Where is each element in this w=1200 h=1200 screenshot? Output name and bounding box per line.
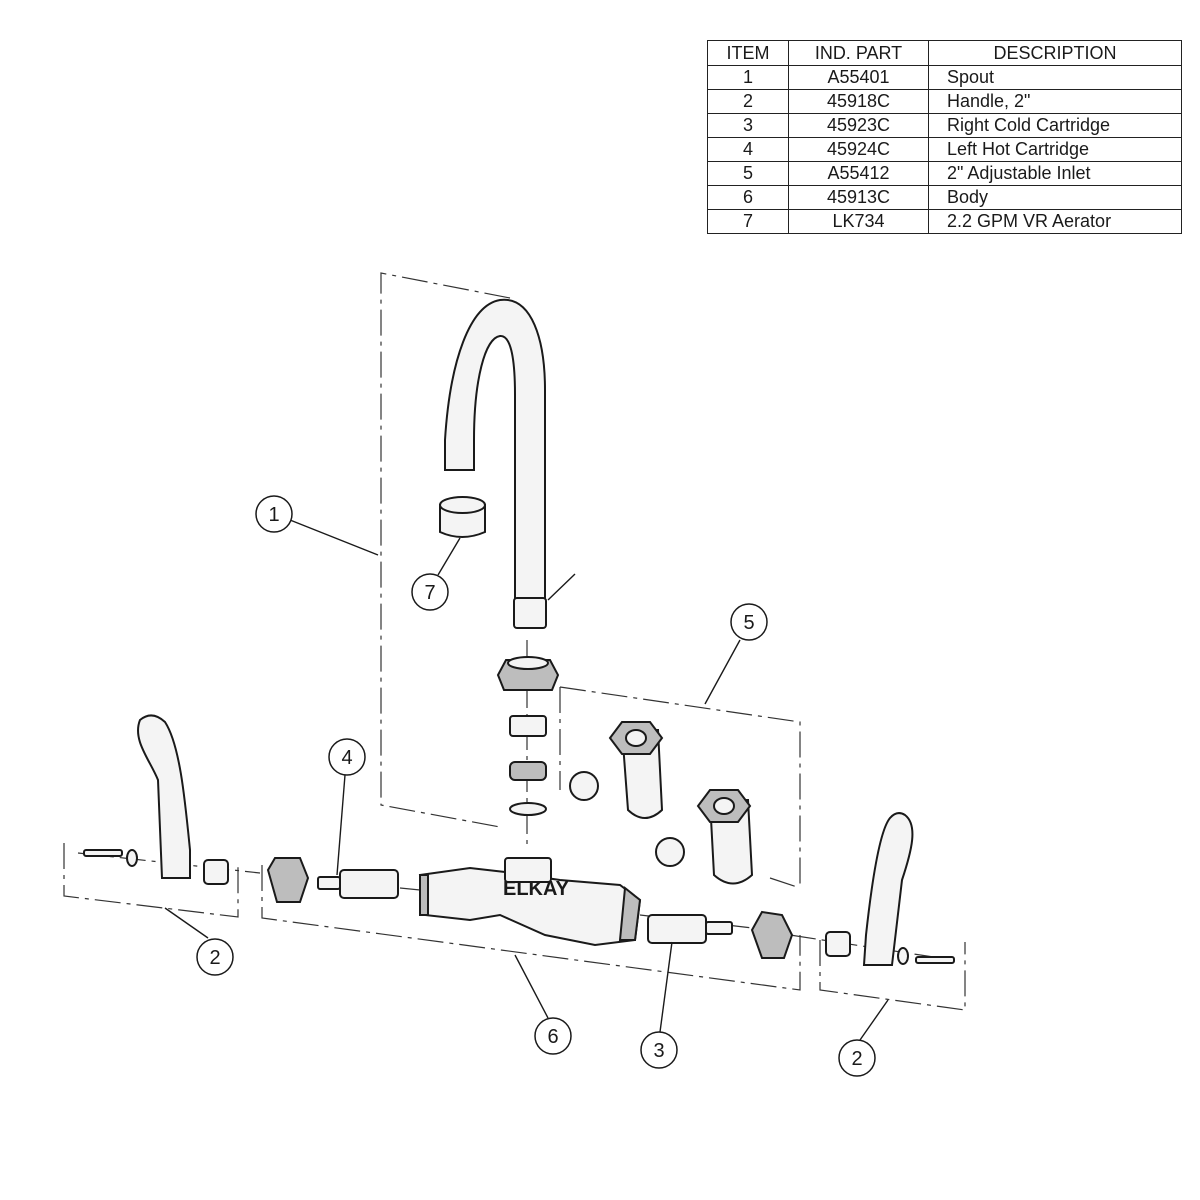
- callout-6-label: 6: [547, 1026, 558, 1048]
- callout-4-label: 4: [341, 747, 352, 769]
- body-boundary: [261, 865, 801, 991]
- callout-1: 1: [255, 495, 293, 533]
- leader-5: [704, 639, 741, 705]
- right-cold-cartridge: [647, 910, 794, 959]
- table-row: 6 45913C Body: [707, 185, 1182, 210]
- spout-bushing: [509, 715, 547, 737]
- spout: [444, 298, 576, 629]
- header-part: IND. PART: [788, 40, 929, 66]
- callout-7-label: 7: [424, 582, 435, 604]
- leader-3: [659, 941, 673, 1033]
- parts-table-header: ITEM IND. PART DESCRIPTION: [707, 40, 1182, 66]
- table-row: 1 A55401 Spout: [707, 65, 1182, 90]
- aerator-top: [439, 496, 486, 514]
- leader-lines: [164, 519, 889, 1041]
- row-part: 45924C: [788, 137, 929, 162]
- leader-2-right: [859, 999, 889, 1041]
- callout-2-right: 2: [838, 1039, 876, 1077]
- left-handle: [83, 714, 229, 885]
- row-item: 4: [707, 137, 789, 162]
- spout-snap-ring: [509, 802, 547, 816]
- right-handle-boundary: [819, 940, 966, 1011]
- right-handle-lever: [862, 812, 914, 966]
- spout-base-ring: [513, 597, 547, 629]
- spout-tube: [444, 298, 546, 611]
- row-description: Handle, 2": [928, 89, 1182, 114]
- row-item: 2: [707, 89, 789, 114]
- right-cartridge-stem: [705, 921, 733, 935]
- callout-3-label: 3: [653, 1040, 664, 1062]
- left-cartridge-stem: [317, 876, 341, 890]
- right-bonnet: [750, 910, 794, 959]
- row-item: 1: [707, 65, 789, 90]
- callout-3: 3: [640, 1031, 678, 1069]
- body-left-thread: [419, 874, 429, 916]
- row-description: 2.2 GPM VR Aerator: [928, 209, 1182, 234]
- table-row: 7 LK734 2.2 GPM VR Aerator: [707, 209, 1182, 234]
- adjustable-inlet-lower: [655, 789, 754, 885]
- row-item: 7: [707, 209, 789, 234]
- inlet-lower-washer: [655, 837, 685, 867]
- callout-5: 5: [730, 603, 768, 641]
- callout-2-left: 2: [196, 938, 234, 976]
- right-handle-adapter: [825, 931, 851, 957]
- table-row: 5 A55412 2" Adjustable Inlet: [707, 161, 1182, 186]
- callout-4: 4: [328, 738, 366, 776]
- adjustable-inlet-upper: [569, 721, 664, 819]
- header-item: ITEM: [707, 40, 789, 66]
- inlet-upper-bore: [625, 729, 647, 747]
- aerator: [439, 496, 486, 538]
- left-hot-cartridge: [266, 857, 399, 903]
- spout-nut-stack: [496, 656, 560, 816]
- body-spout-port: [504, 857, 552, 883]
- right-cartridge-body: [647, 914, 707, 944]
- spout-pin: [547, 573, 576, 601]
- row-part: A55401: [788, 65, 929, 90]
- inlet-boundary: [559, 686, 801, 889]
- callout-2-right-label: 2: [851, 1048, 862, 1070]
- callout-7: 7: [411, 573, 449, 611]
- aerator-body: [439, 504, 486, 538]
- left-handle-lever: [137, 714, 191, 879]
- spout-o-ring: [509, 761, 547, 781]
- left-handle-screw: [83, 849, 123, 857]
- row-part: 45913C: [788, 185, 929, 210]
- body-logo: ELKAY: [503, 878, 570, 900]
- right-handle: [825, 812, 955, 966]
- leader-2-left: [164, 907, 209, 939]
- parts-table: ITEM IND. PART DESCRIPTION 1 A55401 Spou…: [707, 40, 1182, 234]
- inlet-upper-washer: [569, 771, 599, 801]
- spout-boundary: [380, 272, 511, 828]
- left-handle-boundary: [63, 843, 239, 918]
- left-bonnet: [266, 857, 310, 903]
- body-right-thread: [618, 886, 642, 941]
- right-handle-washer: [897, 947, 909, 965]
- row-part: A55412: [788, 161, 929, 186]
- inlet-lower-bore: [713, 797, 735, 815]
- row-description: Body: [928, 185, 1182, 210]
- callout-5-label: 5: [743, 612, 754, 634]
- table-row: 4 45924C Left Hot Cartridge: [707, 137, 1182, 162]
- left-handle-adapter: [203, 859, 229, 885]
- leader-4: [336, 774, 346, 876]
- table-row: 2 45918C Handle, 2": [707, 89, 1182, 114]
- leader-7: [437, 537, 461, 576]
- spout-nut-bore: [507, 656, 549, 670]
- row-part: 45923C: [788, 113, 929, 138]
- left-handle-washer: [126, 849, 138, 867]
- callout-2-left-label: 2: [209, 947, 220, 969]
- table-row: 3 45923C Right Cold Cartridge: [707, 113, 1182, 138]
- row-description: Right Cold Cartridge: [928, 113, 1182, 138]
- left-cartridge-body: [339, 869, 399, 899]
- callout-6: 6: [534, 1017, 572, 1055]
- row-part: 45918C: [788, 89, 929, 114]
- row-description: Left Hot Cartridge: [928, 137, 1182, 162]
- callout-1-label: 1: [268, 504, 279, 526]
- leader-1: [289, 519, 379, 556]
- right-handle-screw: [915, 956, 955, 964]
- row-item: 5: [707, 161, 789, 186]
- leader-6: [514, 954, 549, 1019]
- faucet-body: ELKAY: [418, 857, 642, 947]
